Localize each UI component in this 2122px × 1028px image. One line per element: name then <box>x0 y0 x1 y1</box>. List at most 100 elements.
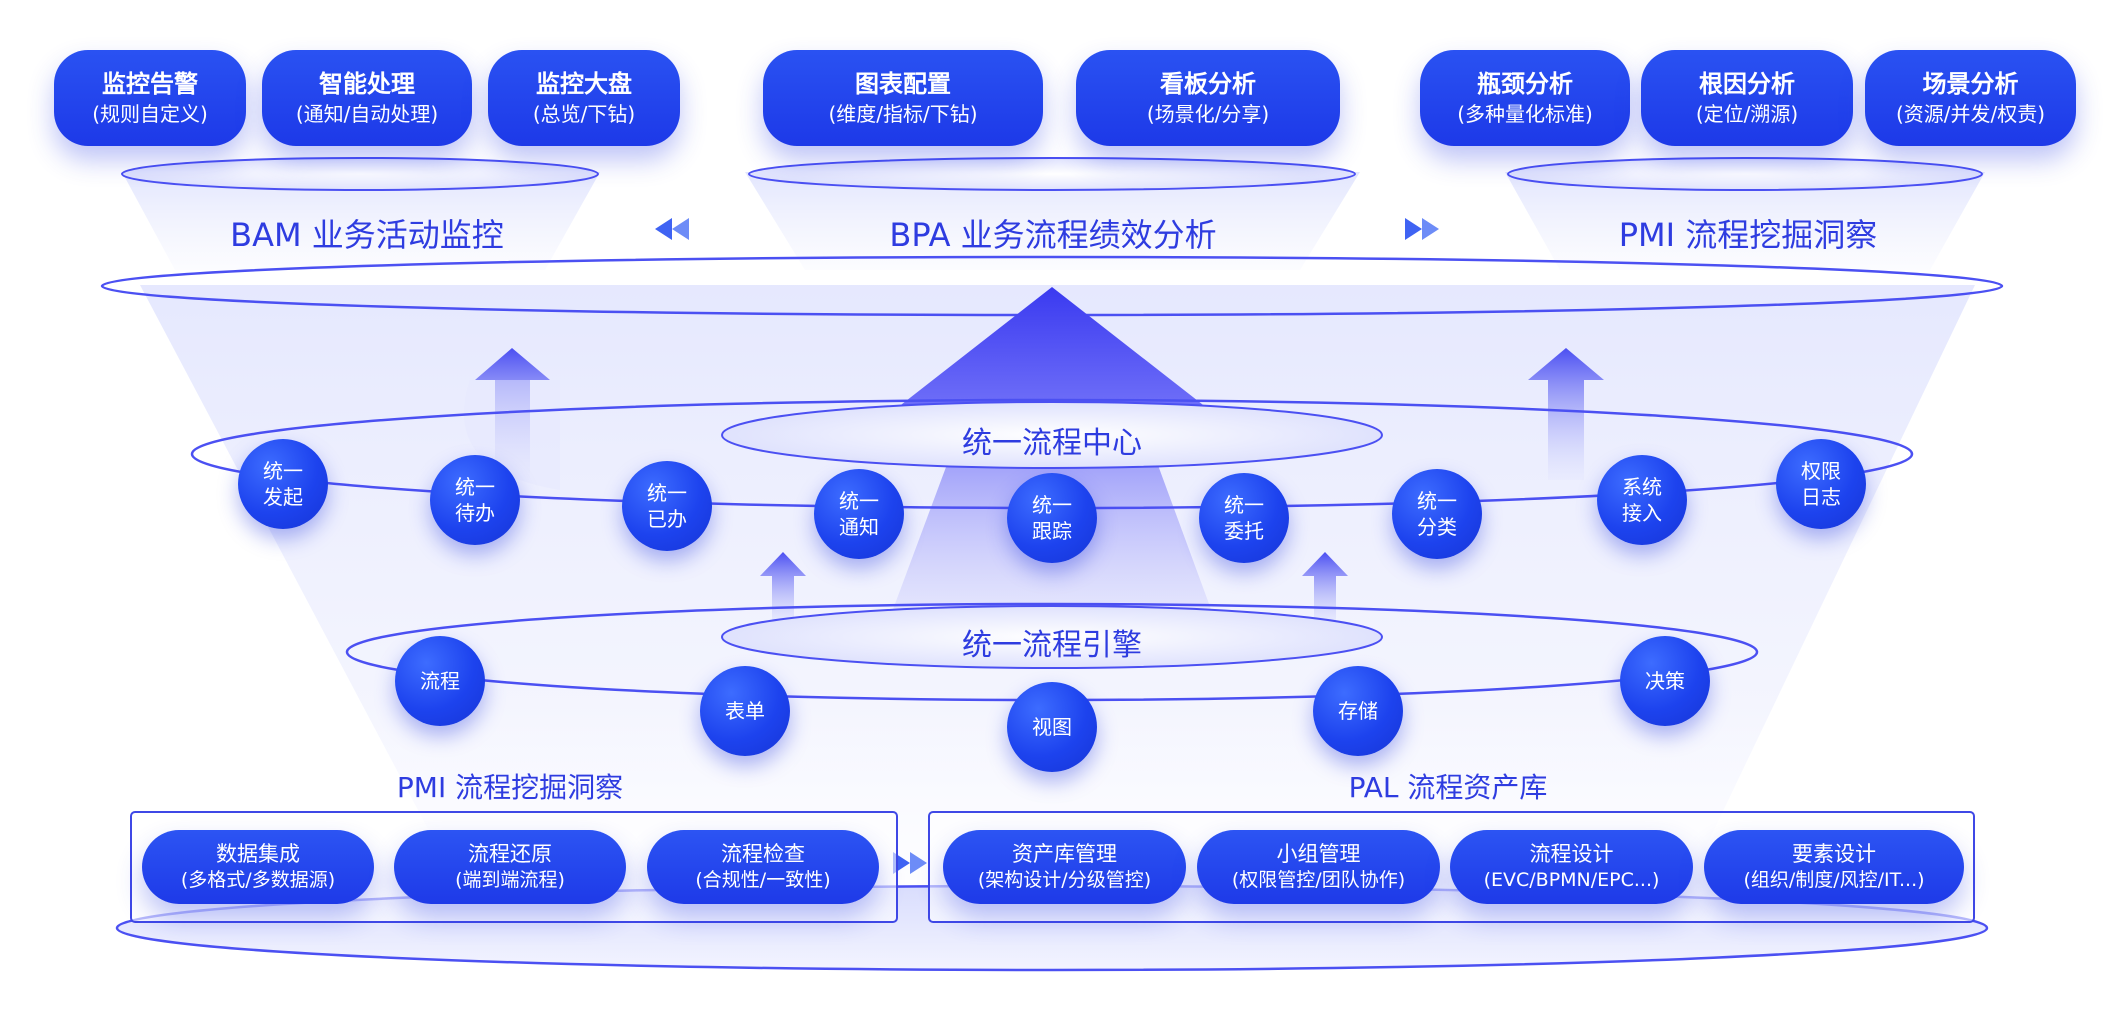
card-title: 资产库管理 <box>1012 842 1117 866</box>
node-line: 发起 <box>263 485 303 509</box>
module-title: 监控大盘 <box>536 70 632 98</box>
pmi-ring <box>1507 157 1983 191</box>
node-line: 统一 <box>263 459 303 483</box>
card-subtitle: (合规性/一致性) <box>695 869 831 892</box>
card-subtitle: (组织/制度/风控/IT...) <box>1743 869 1925 892</box>
node-unified-classify[interactable]: 统一分类 <box>1392 469 1482 559</box>
card-element-design[interactable]: 要素设计 (组织/制度/风控/IT...) <box>1704 830 1964 904</box>
module-subtitle: (维度/指标/下钻) <box>828 102 978 126</box>
module-subtitle: (通知/自动处理) <box>295 102 439 126</box>
node-process[interactable]: 流程 <box>395 636 485 726</box>
node-line: 日志 <box>1801 485 1841 509</box>
node-line: 委托 <box>1224 519 1264 543</box>
node-line: 决策 <box>1645 669 1685 693</box>
node-permission-log[interactable]: 权限日志 <box>1776 439 1866 529</box>
bpa-funnel <box>745 172 1360 270</box>
module-title: 监控告警 <box>102 70 198 98</box>
node-unified-notify[interactable]: 统一通知 <box>814 469 904 559</box>
node-line: 统一 <box>647 481 687 505</box>
node-line: 权限 <box>1801 459 1841 483</box>
node-decision[interactable]: 决策 <box>1620 636 1710 726</box>
node-line: 流程 <box>420 669 460 693</box>
card-asset-management[interactable]: 资产库管理 (架构设计/分级管控) <box>943 830 1186 904</box>
center-label: 统一流程中心 <box>962 426 1142 461</box>
module-bottleneck-analysis[interactable]: 瓶颈分析 (多种量化标准) <box>1420 50 1630 146</box>
module-board-analysis[interactable]: 看板分析 (场景化/分享) <box>1076 50 1340 146</box>
module-title: 智能处理 <box>319 70 415 98</box>
module-monitor-dashboard[interactable]: 监控大盘 (总览/下钻) <box>488 50 680 146</box>
node-unified-initiate[interactable]: 统一发起 <box>238 439 328 529</box>
module-title: 图表配置 <box>855 70 951 98</box>
center-label-ring <box>721 401 1383 469</box>
node-line: 通知 <box>839 515 879 539</box>
node-unified-track[interactable]: 统一跟踪 <box>1007 473 1097 563</box>
node-line: 视图 <box>1032 715 1072 739</box>
module-subtitle: (场景化/分享) <box>1146 102 1270 126</box>
node-form[interactable]: 表单 <box>700 666 790 756</box>
node-line: 分类 <box>1417 515 1457 539</box>
node-line: 系统 <box>1622 475 1662 499</box>
node-line: 统一 <box>1224 493 1264 517</box>
card-title: 流程检查 <box>721 842 805 866</box>
node-line: 接入 <box>1622 501 1662 525</box>
module-title: 瓶颈分析 <box>1477 70 1573 98</box>
module-root-cause-analysis[interactable]: 根因分析 (定位/溯源) <box>1641 50 1853 146</box>
node-line: 待办 <box>455 501 495 525</box>
card-process-restore[interactable]: 流程还原 (端到端流程) <box>394 830 626 904</box>
bpa-label: BPA 业务流程绩效分析 <box>889 216 1217 254</box>
node-line: 已办 <box>647 507 687 531</box>
node-line: 表单 <box>725 699 765 723</box>
card-subtitle: (EVC/BPMN/EPC...) <box>1483 869 1660 892</box>
pmi-funnel <box>1505 172 1985 270</box>
node-line: 跟踪 <box>1032 519 1072 543</box>
node-unified-todo[interactable]: 统一待办 <box>430 455 520 545</box>
node-line: 统一 <box>455 475 495 499</box>
card-title: 数据集成 <box>216 842 300 866</box>
pmi-top-label: PMI 流程挖掘洞察 <box>1618 216 1878 254</box>
card-title: 小组管理 <box>1276 842 1361 866</box>
module-subtitle: (多种量化标准) <box>1457 102 1593 126</box>
engine-label-ring <box>721 605 1383 669</box>
pmi-bottom-title: PMI 流程挖掘洞察 <box>396 771 624 804</box>
node-unified-delegate[interactable]: 统一委托 <box>1199 473 1289 563</box>
card-subtitle: (权限管控/团队协作) <box>1231 869 1406 892</box>
card-data-integration[interactable]: 数据集成 (多格式/多数据源) <box>142 830 374 904</box>
node-line: 统一 <box>839 489 879 513</box>
card-title: 流程还原 <box>468 842 552 866</box>
module-title: 场景分析 <box>1922 70 2019 98</box>
module-chart-config[interactable]: 图表配置 (维度/指标/下钻) <box>763 50 1043 146</box>
bpa-ring <box>748 157 1356 191</box>
small-arrow-right <box>1302 552 1348 630</box>
module-title: 看板分析 <box>1160 70 1256 98</box>
module-subtitle: (资源/并发/权责) <box>1895 102 2046 126</box>
module-scenario-analysis[interactable]: 场景分析 (资源/并发/权责) <box>1865 50 2076 146</box>
bam-funnel <box>122 172 600 270</box>
card-subtitle: (多格式/多数据源) <box>180 869 336 892</box>
node-line: 统一 <box>1417 489 1457 513</box>
card-title: 要素设计 <box>1792 842 1876 866</box>
card-subtitle: (架构设计/分级管控) <box>977 869 1152 892</box>
small-arrow-left <box>760 552 806 630</box>
card-subtitle: (端到端流程) <box>455 869 565 892</box>
card-process-design[interactable]: 流程设计 (EVC/BPMN/EPC...) <box>1450 830 1693 904</box>
bam-ring <box>121 157 599 191</box>
card-group-management[interactable]: 小组管理 (权限管控/团队协作) <box>1197 830 1440 904</box>
card-title: 流程设计 <box>1529 842 1614 866</box>
node-unified-done[interactable]: 统一已办 <box>622 461 712 551</box>
double-arrow-left <box>655 218 689 240</box>
node-line: 统一 <box>1032 493 1072 517</box>
center-triangle <box>897 287 1207 408</box>
node-system-access[interactable]: 系统接入 <box>1597 455 1687 545</box>
node-storage[interactable]: 存储 <box>1313 666 1403 756</box>
right-up-arrow <box>1528 348 1604 480</box>
module-monitor-alert[interactable]: 监控告警 (规则自定义) <box>54 50 246 146</box>
module-subtitle: (定位/溯源) <box>1695 102 1799 126</box>
card-process-check[interactable]: 流程检查 (合规性/一致性) <box>647 830 879 904</box>
module-subtitle: (总览/下钻) <box>532 102 636 126</box>
module-subtitle: (规则自定义) <box>92 102 208 126</box>
double-arrow-right <box>1405 218 1439 240</box>
bam-label: BAM 业务活动监控 <box>230 216 504 254</box>
engine-label: 统一流程引擎 <box>962 628 1142 663</box>
module-smart-processing[interactable]: 智能处理 (通知/自动处理) <box>262 50 472 146</box>
node-view[interactable]: 视图 <box>1007 682 1097 772</box>
